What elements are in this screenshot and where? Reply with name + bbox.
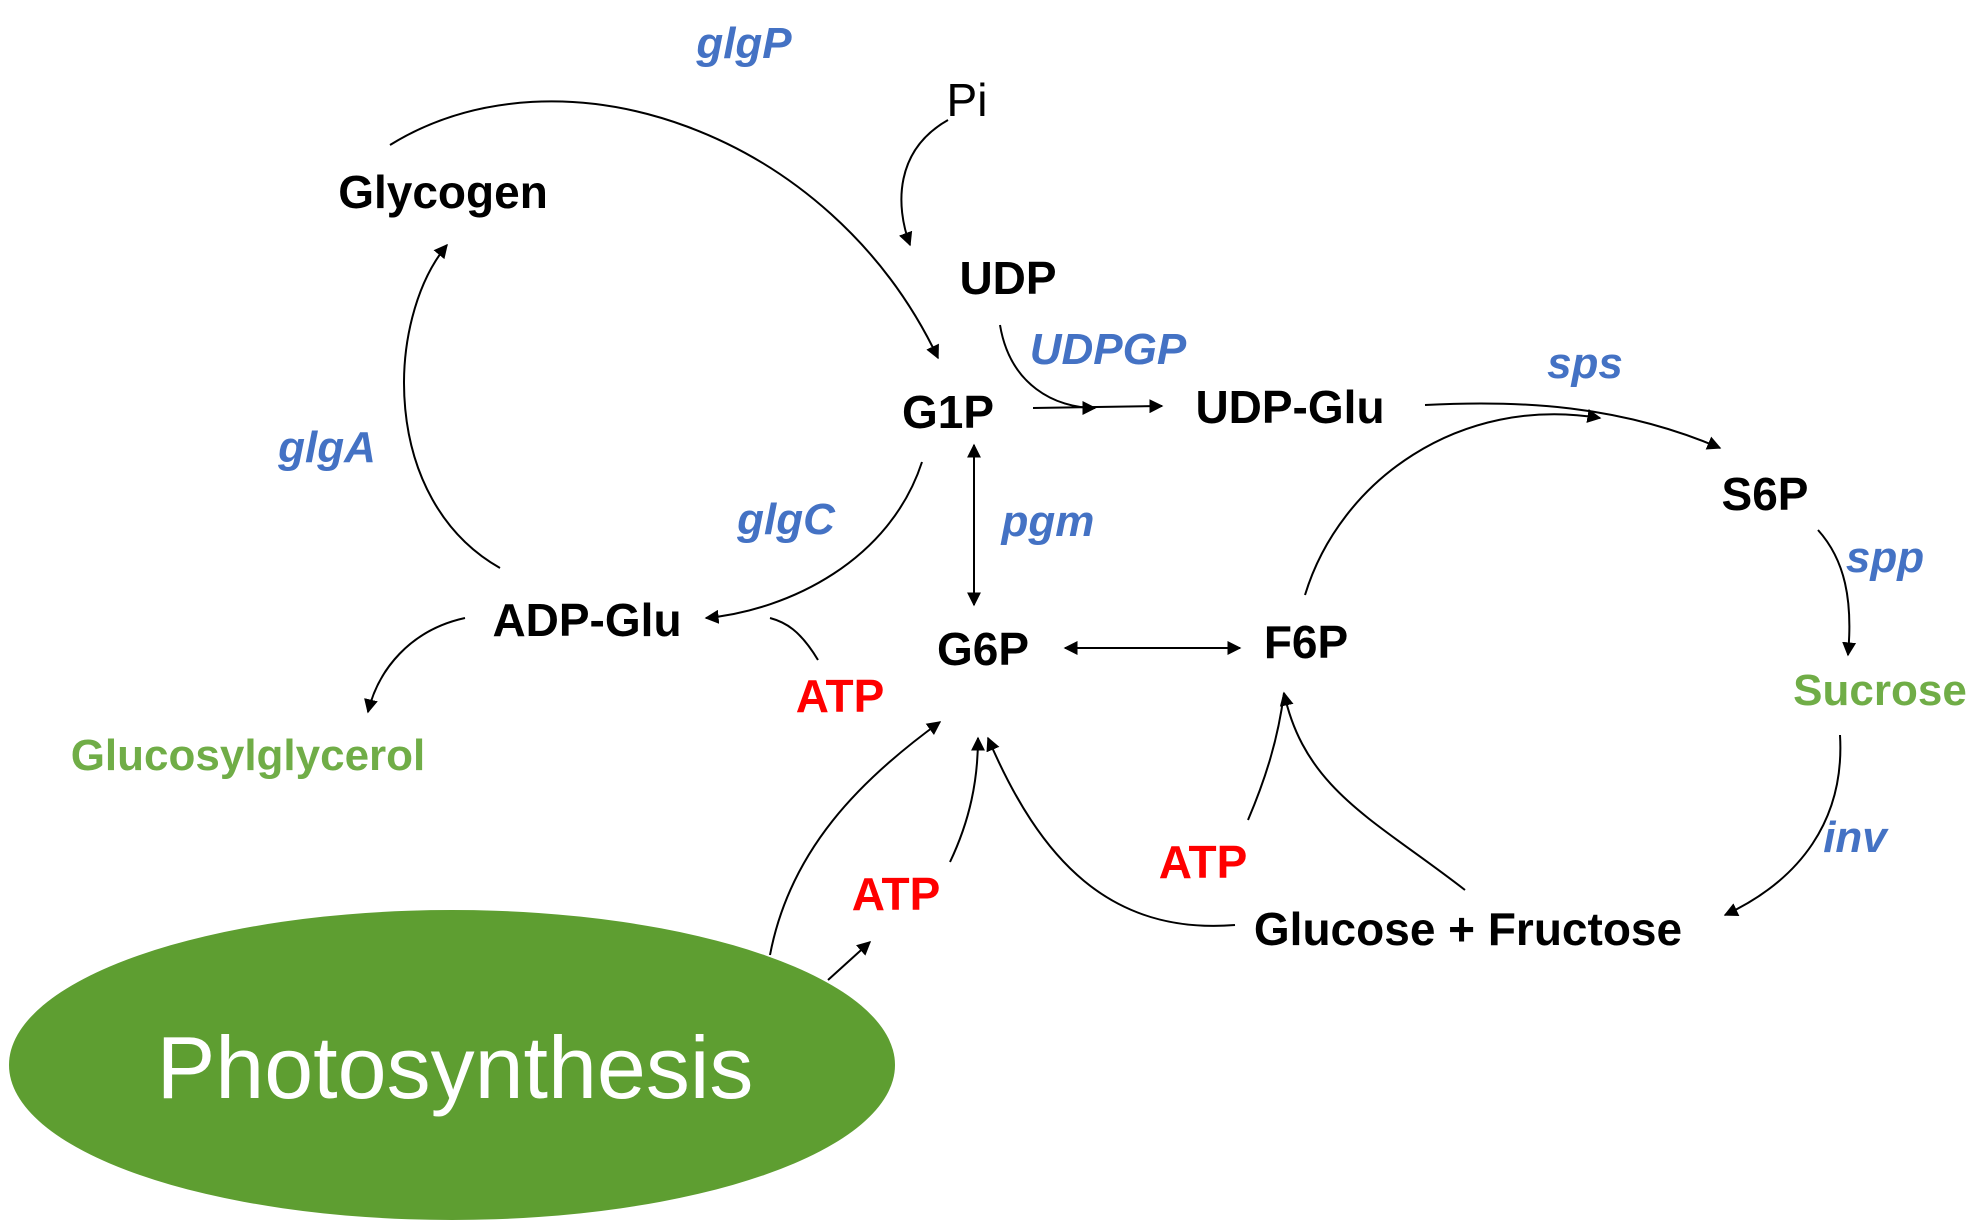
label-enzyme-glgA: glgA [277,423,376,472]
label-enzyme-glgC: glgC [736,495,836,544]
edge-photosynthesis-to-g6p [769,721,942,956]
label-udp-glu: UDP-Glu [1195,381,1384,433]
label-enzyme-pgm: pgm [1001,497,1095,546]
edge-f6p-to-sps [1304,409,1602,596]
edge-adpglu-to-glucosylglycerol [364,617,466,714]
label-glucosylglycerol: Glucosylglycerol [71,731,426,780]
edge-udp-join [999,324,1097,415]
label-enzyme-glgP: glgP [695,19,792,68]
label-s6p: S6P [1722,468,1809,520]
label-enzyme-inv: inv [1823,813,1889,862]
label-pi: Pi [947,74,988,126]
label-atp-photosynthesis: ATP [852,868,941,920]
edge-atp-to-f6p [1247,692,1285,821]
label-glucose-fructose: Glucose + Fructose [1254,903,1682,955]
edge-udpglu-to-s6p [1424,402,1722,450]
label-sucrose: Sucrose [1793,666,1967,715]
edge-adpglu-to-glycogen [403,243,501,569]
edge-atp-to-adpglu [769,617,819,661]
label-atp-adp-glu: ATP [796,670,885,722]
label-adp-glu: ADP-Glu [492,594,681,646]
edge-g1p-to-adpglu [704,461,923,624]
label-photosynthesis: Photosynthesis [157,1018,754,1117]
edge-glucose-to-g6p [986,736,1236,927]
label-f6p: F6P [1264,616,1348,668]
edge-sucrose-to-glucose-fructose [1723,734,1842,917]
label-g1p: G1P [902,386,994,438]
photosynthesis-node [9,910,895,1220]
label-enzyme-spp: spp [1846,533,1924,582]
edge-s6p-to-sucrose [1817,529,1857,657]
edge-pi-to-g1p [899,119,949,247]
edge-g1p-to-udpglu [1032,399,1164,414]
label-glycogen: Glycogen [338,166,548,218]
edge-atp-to-g6p [949,736,985,863]
label-udp: UDP [959,252,1056,304]
label-atp-f6p: ATP [1159,836,1248,888]
edge-photosynthesis-to-atp [827,941,872,981]
label-g6p: G6P [937,623,1029,675]
edge-fructose-to-f6p [1279,691,1466,891]
label-enzyme-UDPGP: UDPGP [1030,325,1187,374]
edge-glycogen-to-g1p [389,100,939,360]
label-enzyme-sps: sps [1547,339,1623,388]
